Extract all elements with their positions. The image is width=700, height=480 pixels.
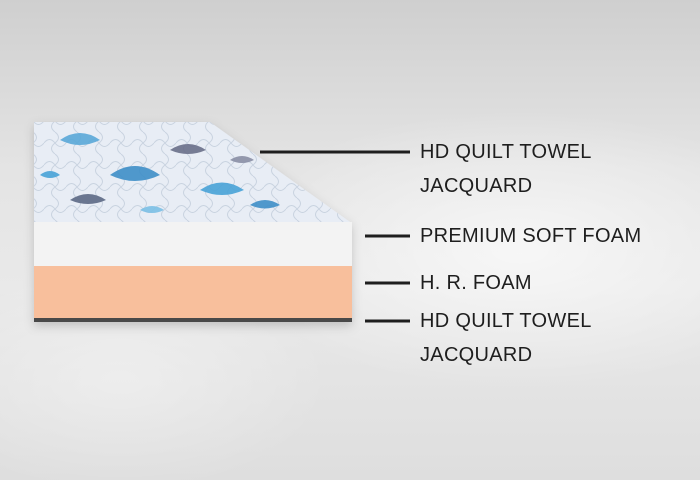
layer-label-hr-foam: H. R. FOAM — [420, 266, 532, 300]
layer-label-top-quilt: HD QUILT TOWEL JACQUARD — [420, 135, 592, 203]
layer-label-bottom-quilt: HD QUILT TOWEL JACQUARD — [420, 304, 592, 372]
top-quilt-layer — [34, 122, 350, 222]
quilt-pattern — [40, 133, 280, 213]
layer-label-soft-foam: PREMIUM SOFT FOAM — [420, 219, 641, 253]
bottom-quilt-layer — [34, 318, 352, 322]
layer-label-text: H. R. FOAM — [420, 272, 532, 294]
layer-label-text: PREMIUM SOFT FOAM — [420, 225, 642, 247]
soft-foam-layer — [34, 222, 352, 266]
hr-foam-layer — [34, 266, 352, 318]
layer-label-text: JACQUARD — [420, 175, 533, 197]
layer-label-text: HD QUILT TOWEL — [420, 310, 592, 332]
layer-label-text: HD QUILT TOWEL — [420, 141, 592, 163]
layer-label-text: JACQUARD — [420, 344, 533, 366]
